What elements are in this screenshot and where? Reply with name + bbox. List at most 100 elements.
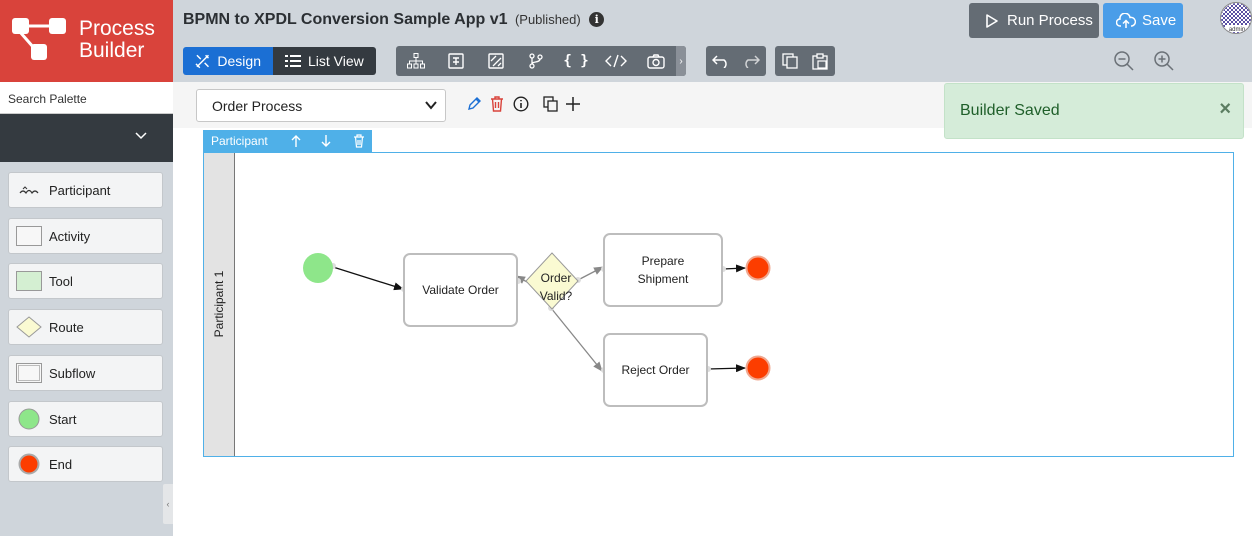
flow-reject-to-end[interactable]	[707, 364, 746, 373]
save-label: Save	[1142, 12, 1177, 29]
design-view-button[interactable]: Design	[183, 47, 273, 75]
delete-trash-icon[interactable]	[489, 96, 505, 112]
palette-item-label: Activity	[49, 228, 91, 244]
participant-tab[interactable]: Participant	[203, 130, 372, 152]
paste-button[interactable]	[805, 46, 835, 76]
process-builder-logo-icon	[12, 18, 66, 60]
user-avatar[interactable]: admin	[1220, 2, 1252, 34]
brand-title-line2: Builder	[79, 39, 145, 62]
publish-status: (Published)	[514, 12, 581, 27]
palette-item-label: Start	[49, 411, 77, 427]
chevron-left-icon: ‹	[166, 499, 170, 509]
activity-label-line2: Shipment	[637, 272, 689, 286]
info-circle-icon[interactable]	[513, 96, 529, 112]
hierarchy-icon	[407, 53, 425, 69]
edit-pencil-icon[interactable]	[466, 96, 482, 112]
mapping-button[interactable]	[476, 46, 516, 76]
end-event-node-reject[interactable]	[745, 355, 771, 381]
design-tools-icon	[195, 54, 209, 69]
duplicate-icon[interactable]	[543, 96, 559, 112]
palette-item-subflow[interactable]: Subflow	[8, 355, 163, 391]
chevron-down-icon	[425, 101, 437, 110]
auto-layout-button[interactable]	[396, 46, 436, 76]
info-icon[interactable]: i	[589, 12, 605, 27]
list-view-button[interactable]: List View	[273, 47, 376, 75]
save-button[interactable]: Save	[1103, 3, 1183, 38]
screenshot-button[interactable]	[636, 46, 676, 76]
avatar-pattern-icon: admin	[1221, 3, 1251, 33]
end-icon	[15, 453, 43, 475]
toast-message: Builder Saved	[960, 102, 1060, 119]
git-branch-icon	[529, 53, 543, 69]
tool-icon	[15, 270, 43, 292]
copy-button[interactable]	[775, 46, 805, 76]
participant-tab-label: Participant	[211, 134, 268, 148]
list-icon	[285, 55, 301, 67]
curly-braces-icon: { }	[563, 53, 589, 69]
palette-item-participant[interactable]: Participant	[8, 172, 163, 208]
design-view-label: Design	[217, 53, 261, 69]
palette-item-end[interactable]: End	[8, 446, 163, 482]
activity-label: Validate Order	[422, 283, 499, 297]
palette-item-start[interactable]: Start	[8, 401, 163, 437]
palette-item-label: Participant	[49, 182, 111, 198]
chevron-right-icon: ›	[679, 55, 683, 67]
activity-prepare-shipment[interactable]: Prepare Shipment	[603, 233, 723, 307]
route-order-valid[interactable]	[525, 252, 579, 310]
activity-label-line1: Prepare	[641, 254, 685, 268]
paste-icon	[812, 52, 828, 70]
route-label: Order Valid?	[527, 269, 585, 305]
activity-icon	[15, 225, 43, 247]
arrow-up-icon[interactable]	[289, 133, 303, 149]
zoom-out-icon[interactable]	[1113, 50, 1135, 72]
search-palette-input[interactable]: Search Palette	[0, 82, 173, 114]
flow-prepare-to-end[interactable]	[722, 264, 746, 273]
cloud-upload-icon	[1116, 12, 1136, 28]
clipboard-toolbar	[775, 46, 835, 76]
activity-label: Reject Order	[621, 363, 690, 377]
palette-item-label: Subflow	[49, 365, 96, 381]
route-icon	[15, 316, 43, 338]
end-event-node-shipment[interactable]	[745, 255, 771, 281]
arrow-down-icon[interactable]	[319, 133, 333, 149]
brand-logo[interactable]: Process Builder	[0, 0, 173, 82]
flow-start-to-validate[interactable]	[332, 266, 404, 291]
run-process-button[interactable]: Run Process	[969, 3, 1099, 38]
palette-category-select[interactable]	[0, 114, 173, 162]
palette-item-label: Tool	[49, 273, 73, 289]
palette-item-tool[interactable]: Tool	[8, 263, 163, 299]
chevron-down-icon	[135, 132, 147, 140]
start-event-node[interactable]	[302, 252, 334, 284]
app-title: BPMN to XPDL Conversion Sample App v1 (P…	[183, 11, 605, 29]
participant-icon	[15, 179, 43, 201]
branch-button[interactable]	[516, 46, 556, 76]
play-icon	[986, 13, 998, 28]
add-plus-icon[interactable]	[565, 96, 581, 112]
lane-label: Participant 1	[204, 153, 235, 456]
palette-item-route[interactable]: Route	[8, 309, 163, 345]
canvas-toolbar: { } ›	[396, 46, 686, 76]
activity-validate-order[interactable]: Validate Order	[403, 253, 518, 327]
delete-lane-trash-icon[interactable]	[352, 133, 366, 149]
flow-route-to-prepare[interactable]	[577, 266, 604, 281]
redo-button[interactable]	[736, 46, 766, 76]
run-process-label: Run Process	[1007, 12, 1093, 29]
undo-button[interactable]	[706, 46, 736, 76]
toolbar-more-button[interactable]: ›	[676, 46, 686, 76]
palette-item-activity[interactable]: Activity	[8, 218, 163, 254]
toast-close-icon[interactable]: ×	[1219, 98, 1231, 120]
zoom-in-icon[interactable]	[1153, 50, 1175, 72]
flow-route-to-reject[interactable]	[550, 307, 603, 372]
xml-source-button[interactable]	[596, 46, 636, 76]
collapse-sidebar-handle[interactable]: ‹	[163, 484, 173, 524]
activity-reject-order[interactable]: Reject Order	[603, 333, 708, 407]
header-bar: BPMN to XPDL Conversion Sample App v1 (P…	[173, 0, 1252, 82]
process-select[interactable]: Order Process	[196, 89, 446, 122]
redo-icon	[745, 55, 760, 68]
camera-icon	[647, 53, 665, 69]
json-button[interactable]: { }	[556, 46, 596, 76]
brand-title: Process Builder	[79, 18, 155, 62]
form-button[interactable]	[436, 46, 476, 76]
view-toggle: Design List View	[183, 47, 376, 75]
